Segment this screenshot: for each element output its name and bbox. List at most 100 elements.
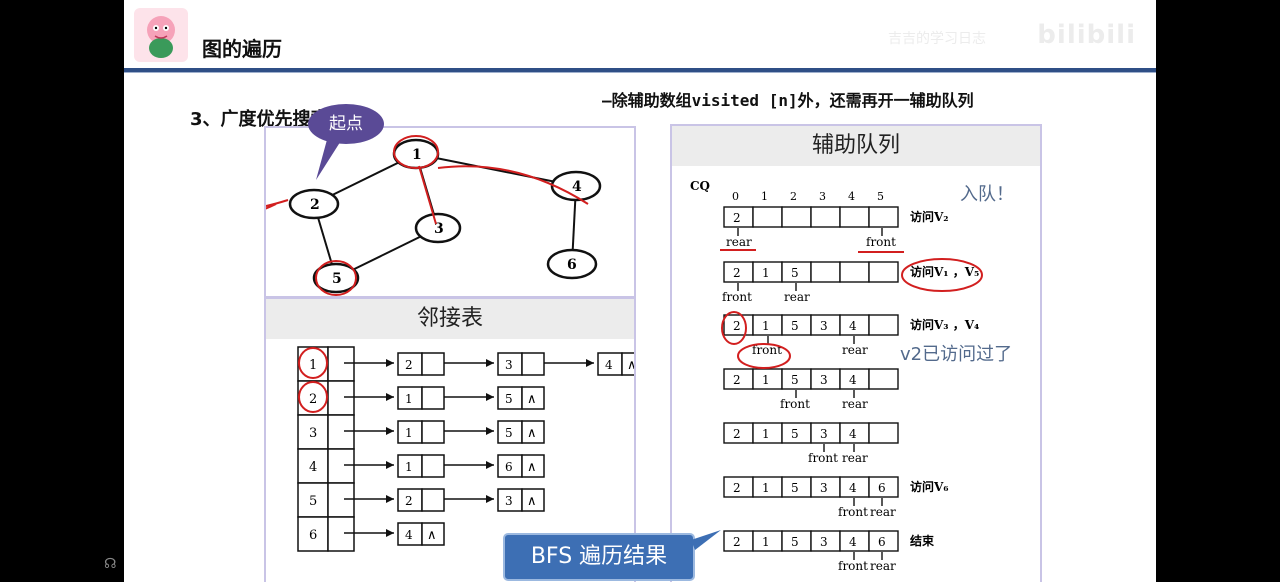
front-pointer: front — [838, 505, 868, 519]
queue-cell: 3 — [820, 481, 828, 495]
queue-heading: 辅助队列 — [672, 126, 1040, 166]
null-pointer: ∧ — [527, 392, 537, 407]
queue-cell: 2 — [733, 427, 741, 441]
adjacent-vertex: 5 — [505, 392, 513, 406]
queue-cell: 5 — [791, 535, 799, 549]
queue-cell: 2 — [733, 211, 741, 225]
queue-index: 3 — [819, 190, 826, 203]
queue-cell: 1 — [762, 427, 770, 441]
queue-cell: 3 — [820, 535, 828, 549]
svg-text:2: 2 — [310, 197, 320, 213]
null-pointer: ∧ — [527, 460, 537, 475]
adjacent-vertex: 1 — [405, 426, 413, 440]
queue-cell: 2 — [733, 319, 741, 333]
visited-note: v2已访问过了 — [900, 344, 1013, 365]
adjacent-vertex: 2 — [405, 494, 413, 508]
graph-node-3: 3 — [414, 212, 462, 244]
svg-text:6: 6 — [567, 257, 577, 273]
rear-pointer: rear — [726, 235, 752, 249]
queue-cell: 1 — [762, 535, 770, 549]
slide: 图的遍历 吉吉的学习日志 bilibili —除辅助数组visited [n]外… — [124, 0, 1156, 582]
svg-text:3: 3 — [434, 221, 444, 237]
adjacency-row: 4 1 6 ∧ — [297, 448, 545, 484]
slide-header: 图的遍历 吉吉的学习日志 bilibili — [124, 0, 1156, 68]
adjacent-vertex: 4 — [605, 358, 613, 372]
watermark-text: 吉吉的学习日志 — [888, 31, 986, 47]
graph-node-4: 4 — [550, 170, 602, 202]
queue-cell: 2 — [733, 535, 741, 549]
adjacent-vertex: 6 — [505, 460, 513, 474]
queue-cell: 3 — [820, 427, 828, 441]
enqueue-note: 入队！ — [960, 184, 1014, 205]
adjacency-row: 6 4 ∧ — [297, 516, 445, 552]
null-pointer: ∧ — [427, 528, 437, 543]
queue-index: 2 — [790, 190, 797, 203]
rear-pointer: rear — [784, 290, 810, 304]
svg-text:4: 4 — [572, 179, 582, 195]
queue-cell: 1 — [762, 266, 770, 280]
graph-node-6: 6 — [546, 248, 598, 280]
queue-cell: 3 — [820, 373, 828, 387]
queue-cell: 2 — [733, 266, 741, 280]
step-note: 访问V₃ ，V₄ — [910, 317, 979, 332]
svg-text:5: 5 — [332, 271, 342, 287]
vertex-label: 4 — [309, 460, 317, 475]
vertex-label: 1 — [309, 358, 317, 373]
queue-step: 2 访问V₂ front rear — [723, 206, 949, 249]
adjacent-vertex: 1 — [405, 392, 413, 406]
queue-cell: 5 — [791, 373, 799, 387]
queue-cell: 4 — [849, 481, 857, 495]
step-note: 访问V₂ — [910, 209, 949, 224]
front-pointer: front — [866, 235, 896, 249]
adjacent-vertex: 4 — [405, 528, 413, 542]
queue-cell: 5 — [791, 266, 799, 280]
rear-pointer: rear — [842, 397, 868, 411]
null-pointer: ∧ — [527, 494, 537, 509]
graph-node-5: 5 — [312, 262, 360, 294]
red-circle-vertex-1 — [298, 347, 328, 379]
null-pointer: ∧ — [527, 426, 537, 441]
front-pointer: front — [808, 451, 838, 465]
queue-step: 2 1 5 访问V₁ ，V₅ front rear — [722, 261, 979, 304]
header-divider-thin — [124, 72, 1156, 73]
adjacent-vertex: 3 — [505, 494, 513, 508]
graph-panel: 1 2 3 4 5 6 — [241, 126, 636, 298]
vertex-label: 2 — [309, 392, 317, 407]
adjacent-vertex: 1 — [405, 460, 413, 474]
badge-pointer — [691, 530, 721, 550]
queue-cell: 2 — [733, 373, 741, 387]
red-circle-visit-v1 — [901, 258, 983, 292]
bfs-result-badge: BFS 遍历结果 — [503, 533, 695, 581]
queue-index: 4 — [848, 190, 855, 203]
front-pointer: front — [838, 559, 868, 573]
step-note: 访问V₁ ，V₅ — [910, 264, 979, 279]
page-title: 图的遍历 — [202, 37, 282, 61]
queue-index: 1 — [761, 190, 768, 203]
queue-label: CQ — [690, 179, 710, 193]
red-circle-node-5 — [315, 260, 357, 296]
front-pointer: front — [722, 290, 752, 304]
queue-cell: 4 — [849, 427, 857, 441]
vertex-label: 3 — [309, 426, 317, 441]
bilibili-watermark: bilibili — [1037, 20, 1136, 50]
queue-cell: 4 — [849, 319, 857, 333]
queue-cell: 1 — [762, 373, 770, 387]
adjacency-row: 2 1 5 ∧ — [297, 380, 545, 416]
queue-index: 5 — [877, 190, 884, 203]
link-icon: ☊ — [104, 556, 117, 572]
rear-pointer: rear — [842, 451, 868, 465]
svg-text:1: 1 — [412, 147, 422, 163]
rear-pointer: rear — [870, 559, 896, 573]
rear-pointer: rear — [842, 343, 868, 357]
adjacency-heading: 邻接表 — [266, 299, 634, 339]
queue-cell: 3 — [820, 319, 828, 333]
vertex-label: 6 — [309, 528, 317, 543]
section-heading: 3、广度优先搜索 — [190, 109, 329, 130]
